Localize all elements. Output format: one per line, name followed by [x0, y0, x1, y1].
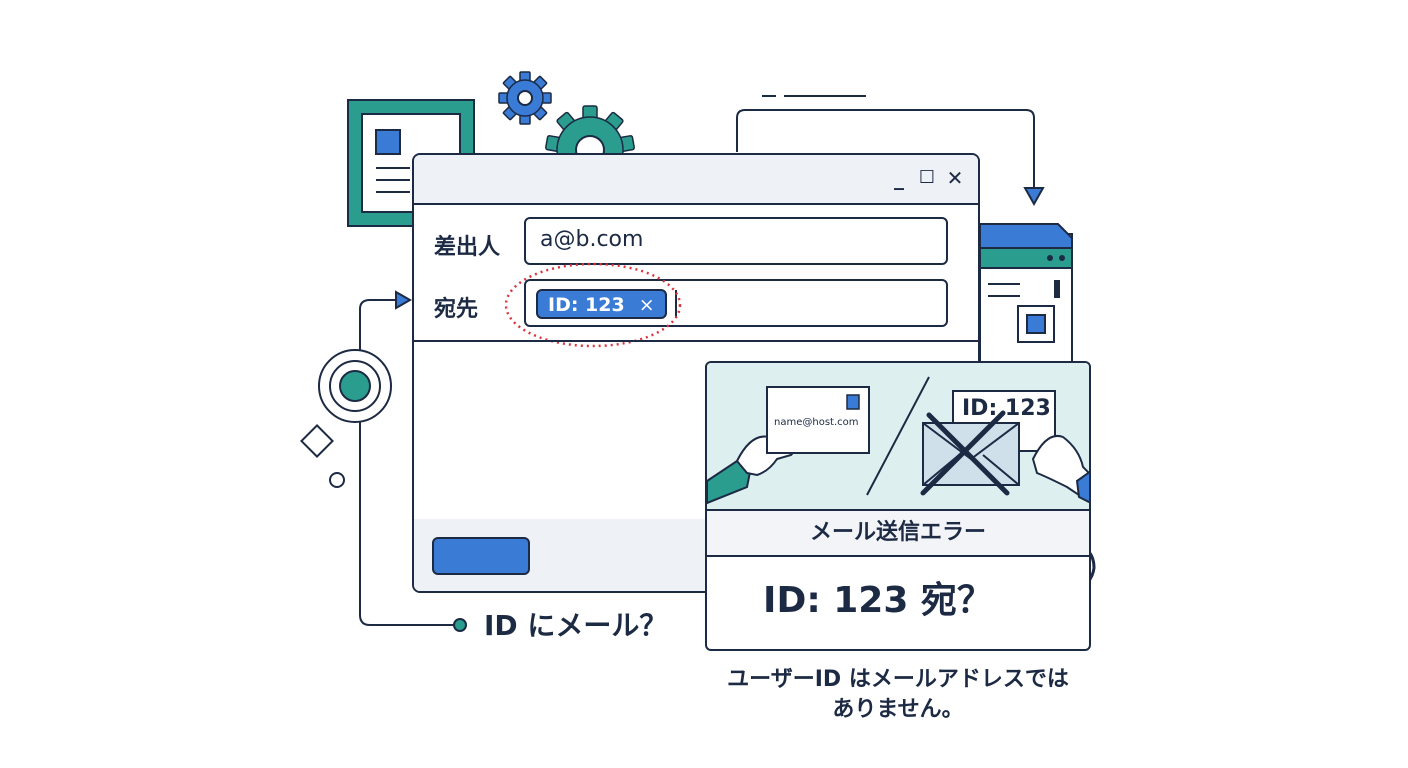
envelope-icon [766, 386, 870, 454]
from-field[interactable]: a@b.com [524, 217, 948, 265]
recipient-chip[interactable]: ID: 123 × [536, 289, 667, 319]
illustration-art [707, 376, 1089, 505]
to-field[interactable]: ID: 123 × [524, 279, 948, 327]
note-line: ありません。 [832, 697, 964, 722]
from-label: 差出人 [434, 235, 501, 260]
recipient-chip-text: ID: 123 [548, 294, 625, 316]
background-window-icon [979, 223, 1073, 363]
title-bar: _ ☐ ✕ [414, 155, 978, 205]
target-icon [300, 349, 392, 488]
cross-icon [920, 410, 1010, 496]
close-button[interactable]: ✕ [946, 166, 964, 190]
maximize-button[interactable]: ☐ [918, 167, 936, 188]
error-title: メール送信エラー [707, 511, 1089, 557]
gear-icon [498, 71, 552, 125]
divider [414, 340, 978, 342]
hand-icon [1031, 435, 1089, 504]
connector-arrow-icon [359, 290, 467, 632]
error-highlight-ring [504, 262, 682, 348]
text-caret [675, 290, 677, 318]
id-card-text: ID: 123 [962, 396, 1051, 421]
question-caption: ID にメール？ [484, 609, 668, 642]
from-value: a@b.com [540, 227, 644, 252]
note-caption: ユーザーID はメールアドレスでは ありません。 [700, 665, 1096, 725]
to-label: 宛先 [434, 297, 479, 322]
error-illustration: name@host.com ID: 123 [707, 363, 1089, 511]
remove-chip-icon[interactable]: × [638, 294, 655, 316]
note-line: ユーザーID はメールアドレスでは [727, 667, 1069, 692]
send-button[interactable] [432, 537, 530, 575]
arrow-icon [736, 95, 1045, 207]
envelope-address: name@host.com [774, 417, 859, 428]
error-dialog: name@host.com ID: 123 メール送信エラー ID: 123 宛… [705, 361, 1091, 651]
minimize-button[interactable]: _ [894, 166, 904, 190]
error-message: ID: 123 宛？ [763, 580, 993, 621]
